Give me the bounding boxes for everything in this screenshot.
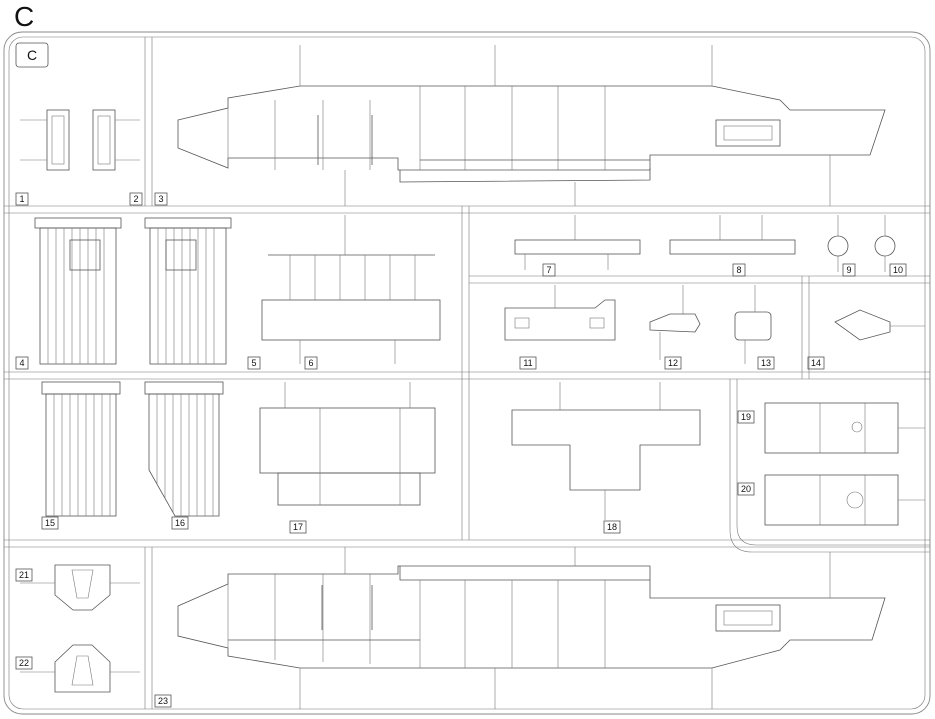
part-10: [874, 215, 896, 272]
part-1: [20, 109, 70, 171]
svg-text:1: 1: [19, 194, 24, 204]
part-22: [20, 644, 140, 693]
part-label-6: 6: [304, 356, 318, 370]
part-5: [144, 217, 232, 365]
part-label-16: 16: [171, 516, 189, 530]
svg-text:23: 23: [158, 696, 168, 706]
part-14: [834, 309, 925, 341]
svg-text:14: 14: [811, 358, 821, 368]
svg-text:18: 18: [607, 522, 617, 532]
part-label-7: 7: [542, 263, 556, 277]
part-label-11: 11: [519, 356, 537, 370]
svg-text:11: 11: [523, 358, 532, 368]
part-20: [764, 474, 925, 526]
svg-text:20: 20: [741, 484, 751, 494]
sprue-letter: C: [14, 1, 35, 32]
svg-text:15: 15: [45, 518, 55, 528]
part-label-18: 18: [603, 520, 621, 534]
svg-text:4: 4: [19, 358, 24, 368]
part-label-23: 23: [154, 694, 172, 708]
part-13: [734, 285, 772, 364]
svg-text:19: 19: [741, 412, 751, 422]
part-label-12: 12: [664, 356, 682, 370]
part-label-8: 8: [732, 263, 746, 277]
part-12: [649, 285, 701, 360]
part-16: [144, 381, 224, 517]
svg-text:2: 2: [133, 194, 138, 204]
part-label-1: 1: [15, 192, 29, 206]
svg-text:9: 9: [846, 265, 851, 275]
part-label-21: 21: [15, 568, 33, 582]
part-label-2: 2: [129, 192, 143, 206]
sprue-frame: [3, 31, 931, 715]
part-label-10: 10: [889, 263, 907, 277]
part-18: [511, 382, 701, 520]
svg-text:16: 16: [175, 518, 185, 528]
svg-text:3: 3: [158, 194, 163, 204]
part-9: [827, 215, 849, 272]
svg-text:5: 5: [251, 358, 256, 368]
part-label-9: 9: [842, 263, 856, 277]
sprue-tag: C: [15, 42, 49, 68]
part-label-15: 15: [41, 516, 59, 530]
svg-text:7: 7: [546, 265, 551, 275]
svg-text:13: 13: [761, 358, 771, 368]
svg-text:21: 21: [19, 570, 29, 580]
part-label-14: 14: [807, 356, 825, 370]
part-19: [764, 402, 925, 454]
part-label-20: 20: [737, 482, 755, 496]
part-6: [261, 215, 441, 364]
part-label-5: 5: [247, 356, 261, 370]
svg-text:8: 8: [736, 265, 741, 275]
svg-text:22: 22: [19, 658, 29, 668]
part-17: [259, 382, 436, 506]
part-4: [34, 217, 122, 365]
part-2: [92, 109, 140, 171]
sprue-tag-label: C: [27, 47, 37, 63]
part-label-4: 4: [15, 356, 29, 370]
part-label-13: 13: [757, 356, 775, 370]
part-3: [177, 45, 886, 206]
svg-text:6: 6: [308, 358, 313, 368]
part-label-19: 19: [737, 410, 755, 424]
part-label-3: 3: [154, 192, 168, 206]
part-label-22: 22: [15, 656, 33, 670]
part-7: [514, 215, 641, 270]
svg-text:12: 12: [668, 358, 678, 368]
svg-text:17: 17: [293, 522, 303, 532]
part-15: [41, 381, 121, 517]
part-labels: 1 2 3 4 5 6 7 8 9 10 11 12 13 14 15 16 1…: [15, 192, 907, 708]
svg-text:10: 10: [893, 265, 903, 275]
part-label-17: 17: [289, 520, 307, 534]
part-23: [177, 547, 886, 709]
part-8: [669, 215, 796, 255]
part-21: [20, 564, 140, 611]
part-11: [504, 285, 616, 341]
